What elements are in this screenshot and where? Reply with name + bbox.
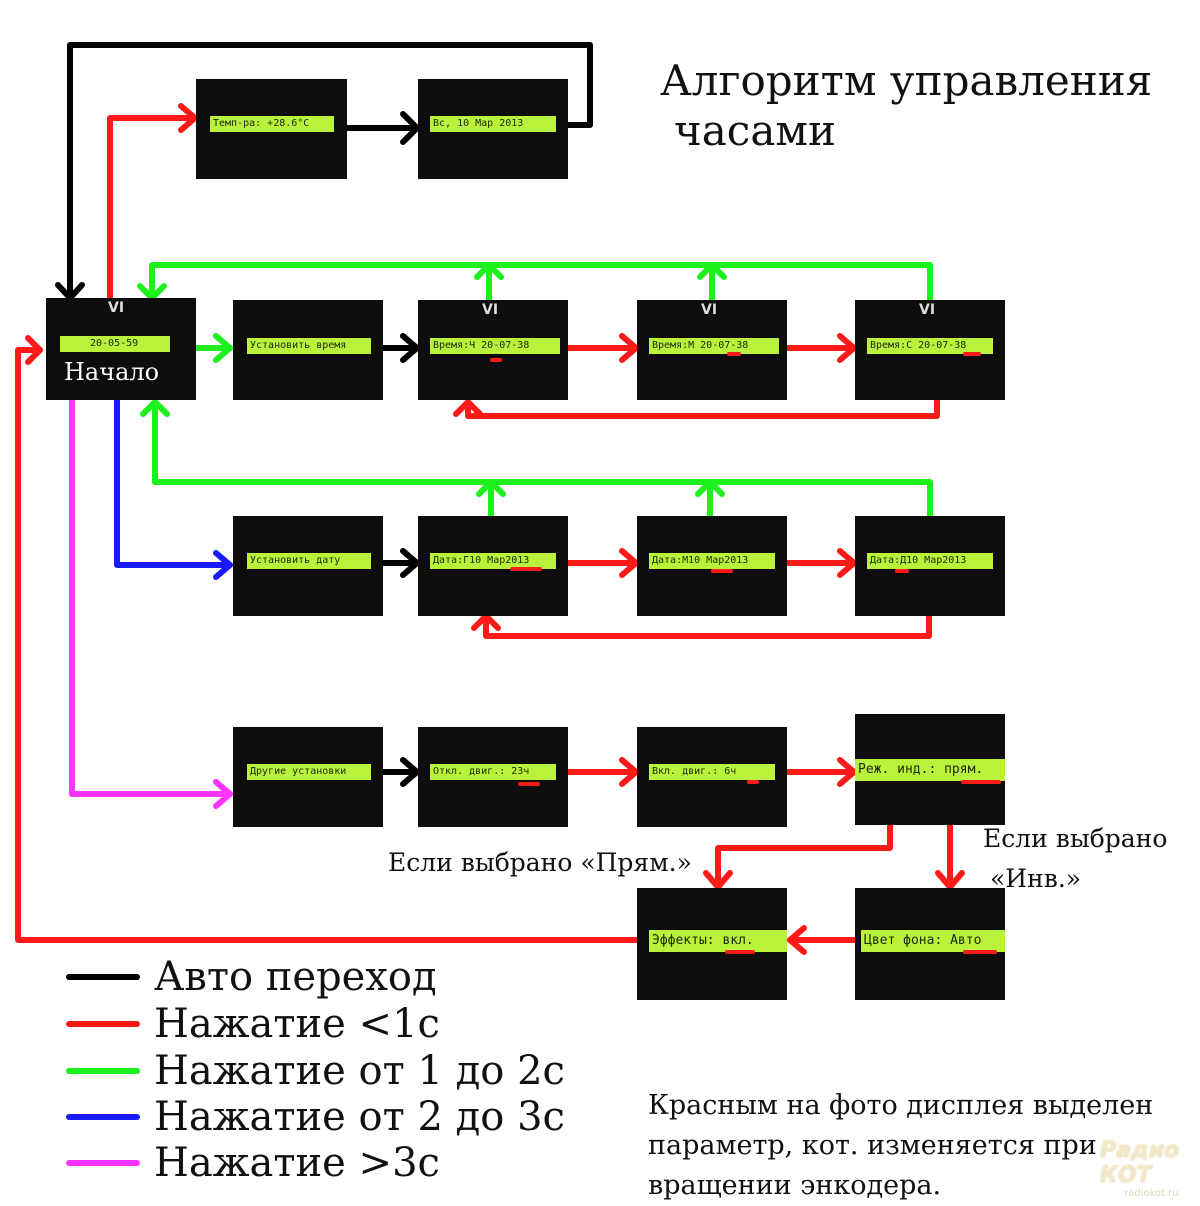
footnote-line-2: параметр, кот. изменяется при — [648, 1130, 1097, 1161]
display-set-date: Установить дату — [233, 516, 383, 616]
display-start: VI 20-05-59 — [46, 298, 196, 400]
legend-label: Авто переход — [154, 954, 437, 1000]
selected-param-mark — [747, 780, 759, 784]
display-temperature: Темп-ра: +28.6°C — [196, 79, 347, 179]
display-time-hours: VI Время:Ч 20-07-38 — [418, 300, 568, 400]
selected-param-mark — [711, 569, 733, 573]
selected-param-mark — [963, 950, 997, 954]
display-date-year-screen: Дата:Г10 Мар2013 — [430, 553, 556, 569]
display-time-seconds: VI Время:С 20-07-38 — [855, 300, 1005, 400]
display-time-seconds-screen: Время:С 20-07-38 — [867, 338, 993, 354]
legend-swatch — [66, 1114, 140, 1120]
condition-inverse-line2: «Инв.» — [990, 864, 1082, 893]
display-date-year: Дата:Г10 Мар2013 — [418, 516, 568, 616]
legend-swatch — [66, 1068, 140, 1074]
legend-label: Нажатие >3с — [154, 1140, 440, 1186]
legend-label: Нажатие <1с — [154, 1001, 440, 1047]
display-motor-on: Вкл. двиг.: 6ч — [637, 727, 787, 827]
display-effects: Эффекты: вкл. — [637, 888, 787, 1000]
arrow-2to3s-start-setdate — [114, 397, 233, 568]
footnote-line-3: вращении энкодера. — [648, 1170, 942, 1201]
arrow-auto-return-start — [67, 42, 593, 301]
display-motor-off-screen: Откл. двиг.: 23ч — [430, 764, 556, 780]
selected-param-mark — [490, 358, 502, 362]
watermark-line-1: Радио КОТ — [1100, 1138, 1180, 1188]
selected-param-mark — [727, 352, 741, 356]
clock-hand-glyph: VI — [919, 302, 936, 318]
display-background-color: Цвет фона: Авто — [855, 888, 1005, 1000]
display-other-settings-screen: Другие установки — [247, 764, 371, 780]
selected-param-mark — [963, 352, 981, 356]
selected-param-mark — [895, 569, 909, 573]
legend-swatch — [66, 1021, 140, 1027]
legend-label: Нажатие от 2 до 3с — [154, 1094, 565, 1140]
title-line-2: часами — [674, 106, 837, 155]
display-motor-on-screen: Вкл. двиг.: 6ч — [649, 764, 775, 780]
display-temperature-screen: Темп-ра: +28.6°C — [210, 116, 334, 132]
clock-hand-glyph: VI — [482, 302, 499, 318]
display-time-minutes-screen: Время:М 20-07-38 — [649, 338, 779, 354]
display-indication-mode: Реж. инд.: прям. — [855, 714, 1005, 825]
display-indication-mode-screen: Реж. инд.: прям. — [855, 759, 1005, 781]
display-date-day-screen: Дата:Д10 Мар2013 — [867, 553, 993, 569]
watermark-logo: Радио КОТ radiokot.ru — [1100, 1138, 1192, 1199]
diagram-title: Алгоритм управления часами — [660, 56, 1152, 156]
display-time-hours-screen: Время:Ч 20-07-38 — [430, 338, 560, 354]
display-set-time-screen: Установить время — [247, 338, 371, 354]
display-date-month-screen: Дата:М10 Мар2013 — [649, 553, 775, 569]
display-date-month: Дата:М10 Мар2013 — [637, 516, 787, 616]
display-other-settings: Другие установки — [233, 727, 383, 827]
selected-param-mark — [961, 780, 1001, 784]
clock-hand-glyph: VI — [701, 302, 718, 318]
selected-param-mark — [725, 950, 755, 954]
clock-hand-glyph: VI — [108, 300, 125, 316]
selected-param-mark — [518, 782, 540, 786]
arrow-over3s-start-other — [69, 397, 233, 797]
display-date-auto-screen: Вс, 10 Мар 2013 — [430, 116, 556, 132]
display-effects-screen: Эффекты: вкл. — [649, 930, 787, 952]
arrow-short-effects-start — [15, 347, 639, 943]
title-line-1: Алгоритм управления — [660, 56, 1153, 105]
condition-inverse-line1: Если выбрано — [983, 824, 1168, 853]
footnote-line-1: Красным на фото дисплея выделен — [648, 1090, 1154, 1121]
selected-param-mark — [510, 567, 542, 571]
display-start-screen: 20-05-59 — [60, 336, 170, 352]
display-background-color-screen: Цвет фона: Авто — [861, 930, 1005, 952]
arrow-short-start-temp — [107, 115, 198, 301]
condition-direct: Если выбрано «Прям.» — [388, 848, 692, 877]
start-label: Начало — [64, 358, 160, 386]
legend-label: Нажатие от 1 до 2с — [154, 1048, 565, 1094]
display-date-day: Дата:Д10 Мар2013 — [855, 516, 1005, 616]
display-set-date-screen: Установить дату — [247, 553, 371, 569]
display-set-time: Установить время — [233, 300, 383, 400]
legend-swatch — [66, 974, 140, 980]
display-time-minutes: VI Время:М 20-07-38 — [637, 300, 787, 400]
watermark-line-2: radiokot.ru — [1124, 1188, 1179, 1199]
footnote: Красным на фото дисплея выделен параметр… — [648, 1086, 1153, 1206]
display-motor-off: Откл. двиг.: 23ч — [418, 727, 568, 827]
display-date-auto: Вс, 10 Мар 2013 — [418, 79, 568, 179]
legend-swatch — [66, 1160, 140, 1166]
